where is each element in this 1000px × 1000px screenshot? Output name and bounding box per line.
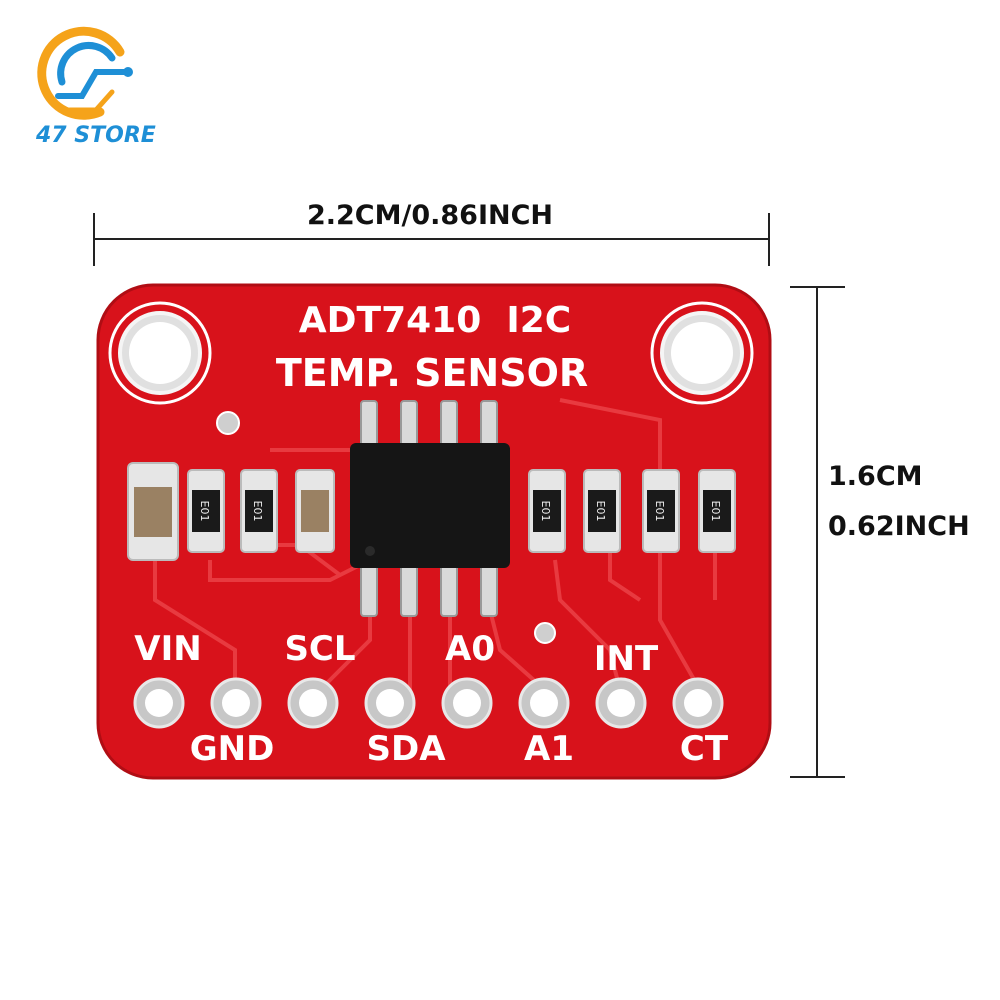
pin-label-scl: SCL [284, 629, 355, 669]
resistor-6: E01 [698, 469, 736, 553]
mounting-hole-left [108, 301, 212, 405]
resistor-4-code: E01 [594, 501, 607, 522]
height-label-inch: 0.62INCH [828, 511, 970, 542]
logo-circuit-icon [37, 26, 133, 120]
header-pins [133, 677, 724, 729]
resistor-5-code: E01 [653, 501, 666, 522]
capacitor-2 [295, 469, 335, 553]
height-dimension: 1.6CM 0.62INCH [790, 286, 970, 778]
store-name: 47 STORE [35, 123, 156, 148]
adt7410-chip [350, 400, 510, 617]
resistor-4: E01 [583, 469, 621, 553]
capacitor-left [127, 462, 179, 561]
height-label-cm: 1.6CM [828, 461, 923, 492]
pin-label-a1: A1 [524, 729, 574, 769]
pcb-board: ADT7410 I2C TEMP. SENSOR E01 E01 [96, 283, 772, 780]
mounting-hole-right [650, 301, 754, 405]
resistor-6-code: E01 [709, 501, 722, 522]
pin-label-vin: VIN [134, 629, 201, 669]
pin-label-gnd: GND [190, 729, 275, 769]
pcb-traces [153, 398, 717, 692]
pin-label-int: INT [594, 639, 659, 679]
resistor-1: E01 [187, 469, 225, 553]
pin-label-ct: CT [680, 729, 729, 769]
resistor-1-code: E01 [198, 501, 211, 522]
width-label: 2.2CM/0.86INCH [307, 200, 553, 231]
board-title-line1: ADT7410 I2C [299, 300, 571, 341]
fiducial-bottom [534, 622, 556, 644]
pin-label-sda: SDA [366, 729, 446, 769]
resistor-3: E01 [528, 469, 566, 553]
resistor-3-code: E01 [539, 501, 552, 522]
pin-label-a0: A0 [445, 629, 495, 669]
fiducial-top [216, 411, 240, 435]
resistor-2: E01 [240, 469, 278, 553]
resistor-2-code: E01 [251, 501, 264, 522]
width-dimension: 2.2CM/0.86INCH [93, 200, 770, 266]
store-logo: 47 STORE [35, 26, 156, 148]
board-title-line2: TEMP. SENSOR [276, 351, 588, 395]
resistor-5: E01 [642, 469, 680, 553]
